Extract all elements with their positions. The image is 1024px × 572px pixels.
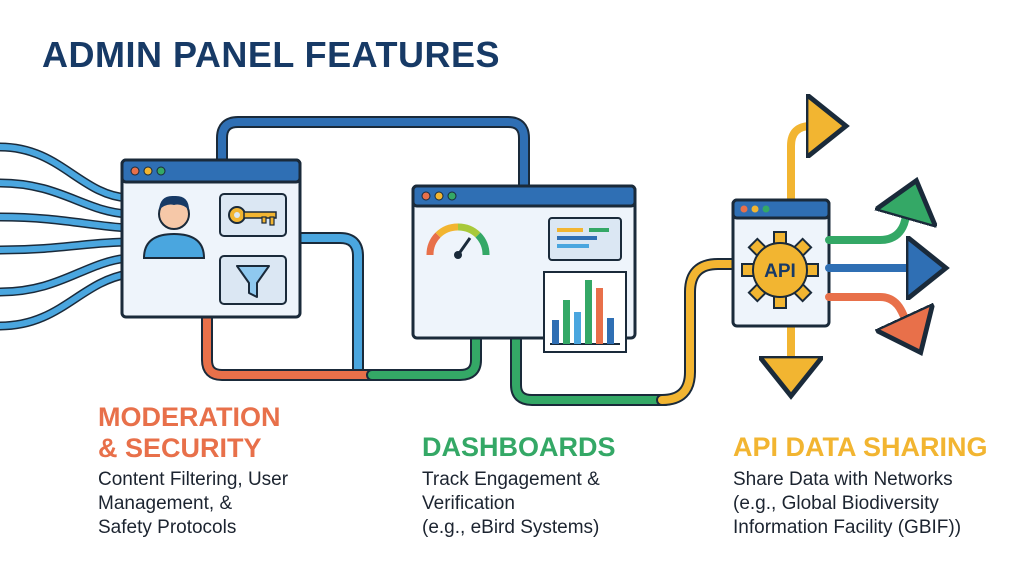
heading-line: API DATA SHARING xyxy=(733,432,988,462)
light-blue-pipe xyxy=(294,232,364,381)
description-line: Information Facility (GBIF)) xyxy=(733,517,962,538)
filter-funnel-icon xyxy=(219,255,287,305)
connector-pipes xyxy=(201,116,739,406)
description-line: Verification xyxy=(422,493,515,514)
description-line: Management, & xyxy=(98,493,233,514)
window-control-dot xyxy=(751,205,759,213)
orange-out-arrow xyxy=(825,293,914,338)
api-sharing-heading: API DATA SHARING xyxy=(733,432,988,463)
window-control-dot xyxy=(421,191,431,201)
window-control-dot xyxy=(447,191,457,201)
window-control-dot xyxy=(156,166,166,176)
moderation-heading: MODERATION & SECURITY xyxy=(98,402,281,464)
moderation-window xyxy=(120,158,302,319)
dashboards-description: Track Engagement & Verification (e.g., e… xyxy=(422,468,600,540)
api-window: API xyxy=(731,126,830,380)
yellow-up-arrow xyxy=(787,126,830,204)
description-line: (e.g., eBird Systems) xyxy=(422,517,600,538)
window-control-dot xyxy=(434,191,444,201)
description-line: (e.g., Global Biodiversity xyxy=(733,493,939,514)
yellow-pipe xyxy=(656,258,739,406)
gauge-icon xyxy=(426,223,490,259)
description-line: Safety Protocols xyxy=(98,517,237,538)
window-control-dot xyxy=(143,166,153,176)
api-gear-icon: API xyxy=(741,231,819,309)
description-line: Track Engagement & xyxy=(422,469,600,490)
api-sharing-description: Share Data with Networks (e.g., Global B… xyxy=(733,468,961,540)
heading-line: MODERATION xyxy=(98,402,281,432)
api-badge-label: API xyxy=(764,261,796,282)
green-pipe-left xyxy=(366,334,482,381)
window-control-dot xyxy=(762,205,770,213)
heading-line: & SECURITY xyxy=(98,433,262,463)
green-out-arrow xyxy=(825,196,912,244)
incoming-streams xyxy=(0,142,133,331)
window-control-dot xyxy=(130,166,140,176)
dashboards-heading: DASHBOARDS xyxy=(422,432,616,463)
moderation-description: Content Filtering, User Management, & Sa… xyxy=(98,468,288,540)
window-control-dot xyxy=(740,205,748,213)
page-title: ADMIN PANEL FEATURES xyxy=(42,34,501,75)
legend-card-icon xyxy=(548,217,622,261)
description-line: Content Filtering, User xyxy=(98,469,289,490)
description-line: Share Data with Networks xyxy=(733,469,953,490)
dashboard-window xyxy=(411,184,637,353)
outgoing-arrows xyxy=(825,196,930,338)
bar-chart-icon xyxy=(543,271,627,353)
key-icon xyxy=(219,193,287,237)
heading-line: DASHBOARDS xyxy=(422,432,616,462)
user-avatar-icon xyxy=(142,195,206,259)
